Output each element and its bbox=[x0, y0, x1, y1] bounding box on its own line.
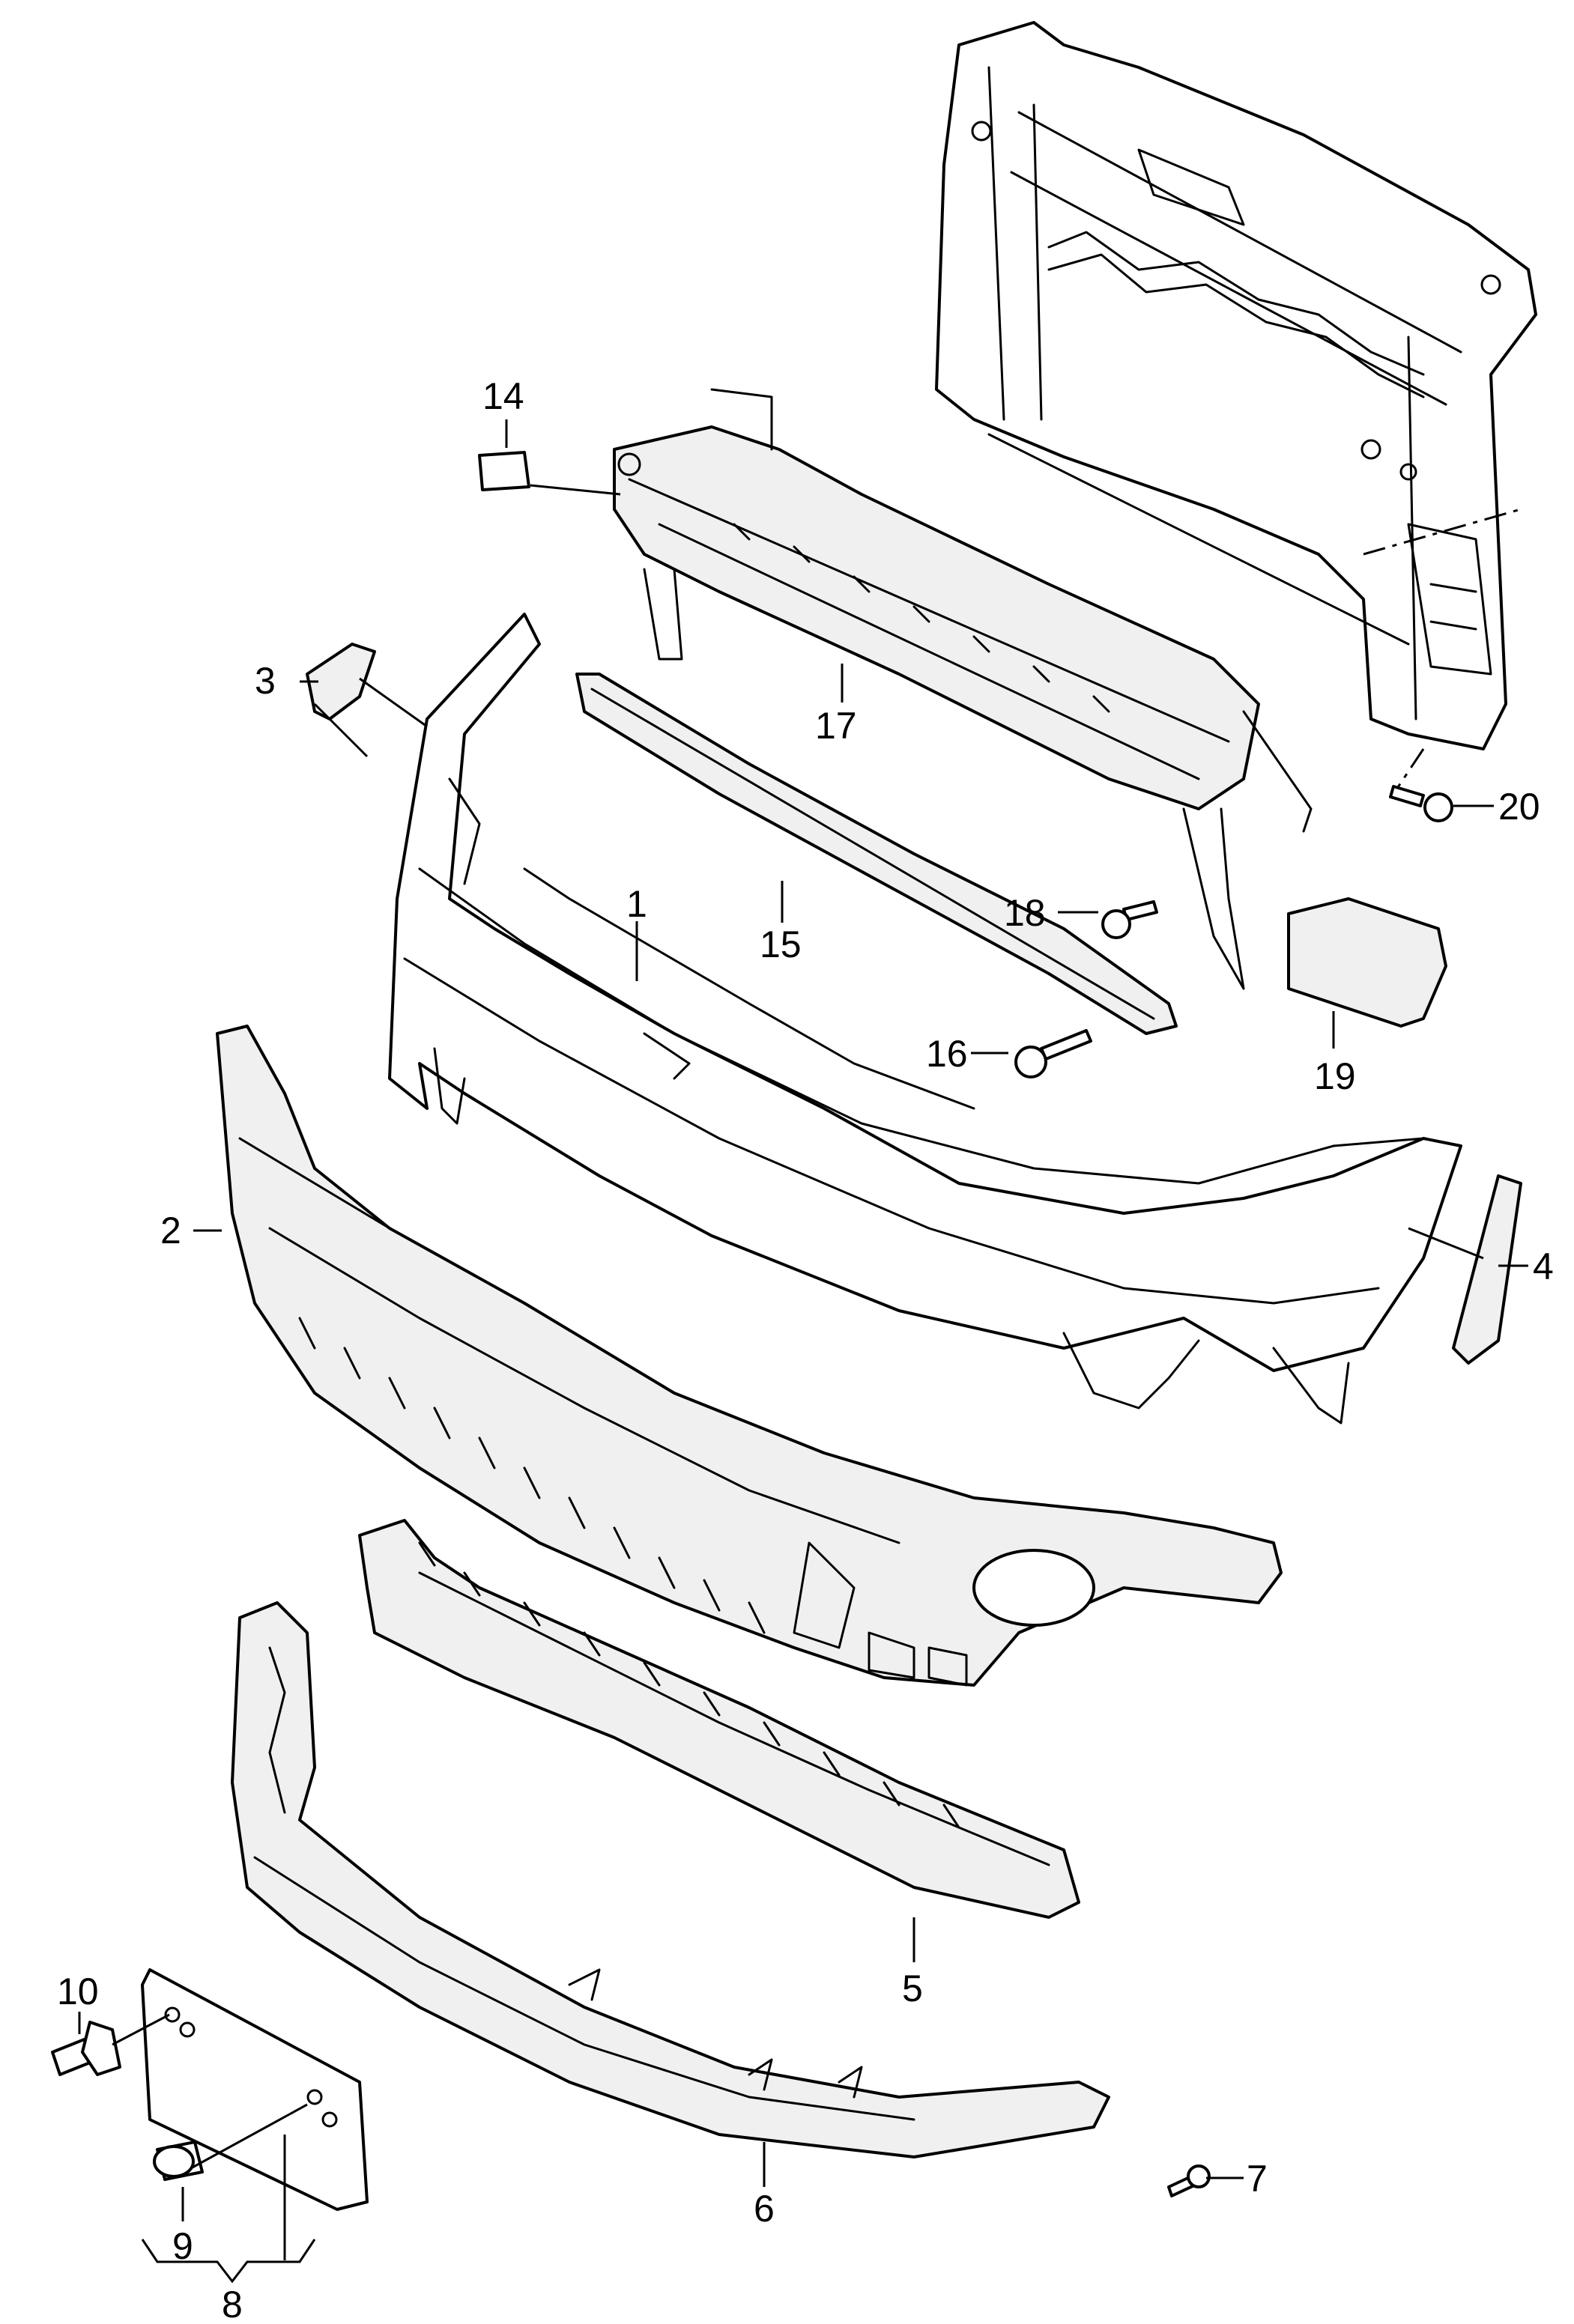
callout-16: 16 bbox=[926, 1033, 968, 1075]
callout-8: 8 bbox=[222, 2284, 243, 2320]
callout-2: 2 bbox=[160, 1210, 181, 1251]
part-bracket-strip bbox=[575, 673, 1178, 1035]
part-label-plate bbox=[478, 451, 530, 491]
part-right-trim-strip bbox=[1452, 1174, 1522, 1365]
callout-17: 17 bbox=[815, 705, 857, 747]
part-lower-bumper bbox=[216, 1025, 1283, 1687]
callout-20: 20 bbox=[1498, 786, 1540, 828]
callout-3: 3 bbox=[255, 660, 276, 702]
part-screw-7 bbox=[1167, 2164, 1211, 2197]
part-plug-9 bbox=[153, 2141, 204, 2181]
callout-5: 5 bbox=[902, 1967, 923, 2009]
leader-lines bbox=[78, 419, 1528, 2284]
callout-19: 19 bbox=[1314, 1055, 1356, 1097]
callout-9: 9 bbox=[172, 2225, 193, 2267]
part-bumper-reinforcement bbox=[613, 388, 1313, 990]
callout-6: 6 bbox=[754, 2188, 775, 2230]
part-radiator-support-frame bbox=[935, 21, 1537, 795]
part-impact-absorber bbox=[1287, 897, 1447, 1028]
part-grille-insert bbox=[358, 1519, 1080, 1919]
part-bolt-20 bbox=[1389, 785, 1453, 822]
part-left-bracket bbox=[306, 643, 376, 720]
part-license-plate-holder bbox=[141, 1968, 369, 2211]
part-screw-16 bbox=[1014, 1029, 1092, 1078]
part-bumper-cover bbox=[388, 613, 1462, 1425]
callout-7: 7 bbox=[1247, 2158, 1268, 2200]
part-bolt-18 bbox=[1101, 900, 1158, 939]
callout-14: 14 bbox=[482, 375, 524, 417]
callout-4: 4 bbox=[1533, 1246, 1554, 1287]
callout-1: 1 bbox=[626, 883, 647, 925]
callout-15: 15 bbox=[760, 923, 802, 965]
callout-labels: 1 2 3 4 5 6 7 8 9 10 14 15 16 17 18 19 2… bbox=[57, 375, 1554, 2324]
part-spoiler-lip bbox=[231, 1601, 1110, 2158]
callout-18: 18 bbox=[1004, 892, 1046, 934]
part-clip-10 bbox=[51, 2021, 121, 2076]
callout-10: 10 bbox=[57, 1970, 99, 2012]
